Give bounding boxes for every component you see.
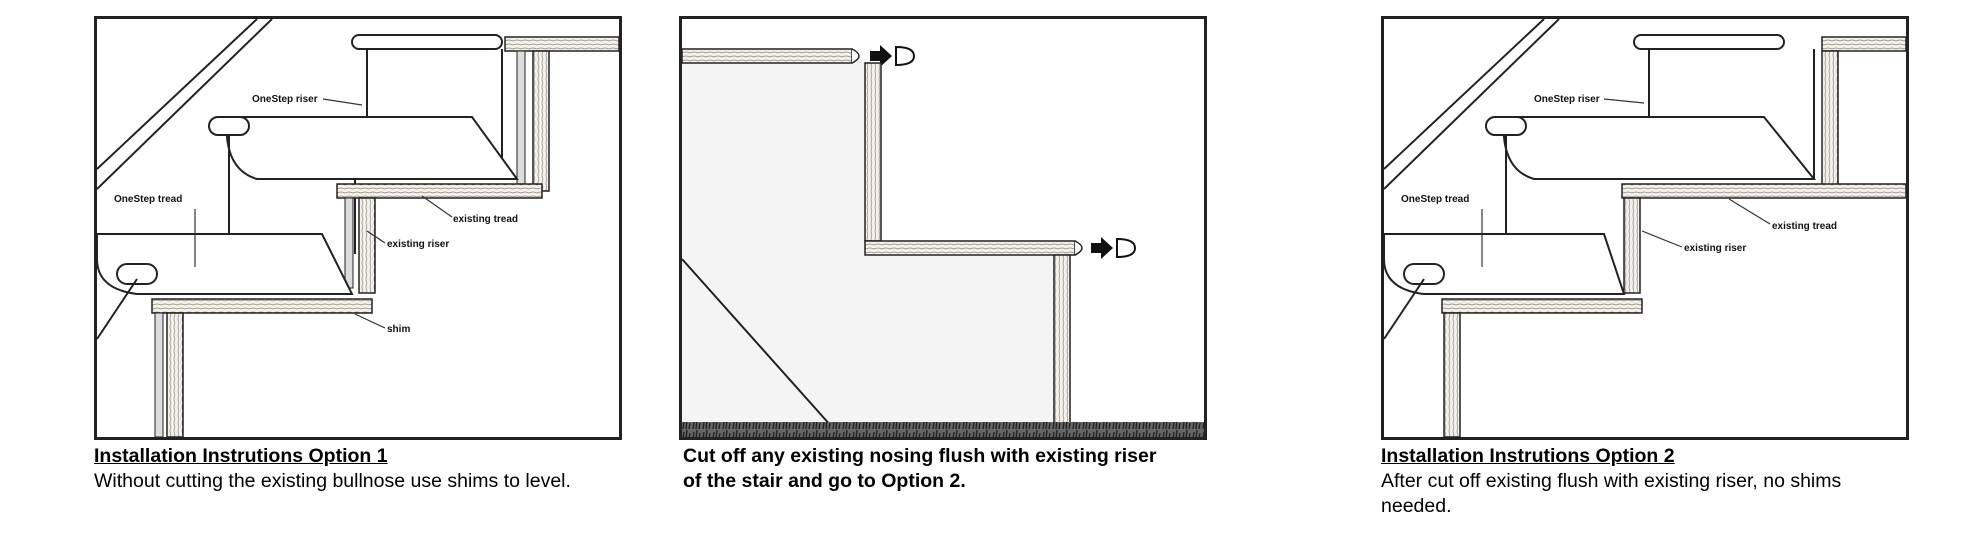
middle-existing-riser: [1623, 197, 1641, 294]
middle-bullnose: [1485, 116, 1527, 136]
lower-existing-riser: [1443, 312, 1461, 437]
option2-title: Installation Instrutions Option 2: [1381, 445, 1675, 467]
label-onestep-tread: OneStep tread: [1401, 194, 1469, 205]
upper-existing-tread: [504, 36, 619, 52]
label-shim: shim: [387, 324, 410, 335]
lower-existing-riser: [166, 312, 184, 437]
cutoff-caption: Cut off any existing nosing flush with e…: [683, 444, 1223, 494]
cutoff-stair-illustration: [682, 45, 1204, 437]
lower-nosing-icon: [1116, 237, 1137, 259]
top-onestep-tread: [1633, 34, 1785, 50]
option1-stair-illustration: OneStep riser OneStep tread existing tre…: [97, 19, 619, 437]
ground: [682, 422, 1204, 437]
lower-shim: [154, 312, 164, 437]
lower-onestep-tread: [1384, 233, 1626, 295]
label-onestep-riser: OneStep riser: [1534, 94, 1600, 105]
lower-nosing-cut: [1074, 240, 1083, 256]
option1-description: Without cutting the existing bullnose us…: [94, 470, 571, 492]
middle-shim: [344, 197, 354, 289]
lower-riser: [1053, 254, 1071, 431]
lower-stringer: [1384, 278, 1425, 340]
label-onestep-tread: OneStep tread: [114, 194, 182, 205]
option2-caption: Installation Instrutions Option 2 After …: [1381, 444, 1901, 519]
upper-existing-riser: [1821, 50, 1839, 192]
top-onestep-tread: [351, 34, 503, 50]
arrow-riser: [1603, 98, 1645, 104]
lower-bullnose: [1403, 263, 1445, 285]
arrow-existing-tread: [1728, 198, 1771, 225]
label-existing-riser: existing riser: [387, 239, 449, 250]
lower-stringer: [97, 278, 138, 340]
stringer-line: [97, 19, 273, 190]
arrow-riser: [322, 98, 363, 106]
lower-arrow-icon: [1091, 237, 1113, 259]
arrow-shim: [354, 313, 386, 329]
option1-title: Installation Instrutions Option 1: [94, 445, 388, 467]
middle-existing-riser: [358, 197, 376, 294]
middle-bullnose: [208, 116, 250, 136]
upper-nosing-icon: [895, 45, 916, 67]
label-existing-tread: existing tread: [1772, 221, 1837, 232]
cutoff-line1: Cut off any existing nosing flush with e…: [683, 445, 1157, 467]
middle-onestep-tread: [1502, 116, 1817, 180]
stringer-line: [682, 258, 833, 428]
label-existing-riser: existing riser: [1684, 243, 1746, 254]
upper-existing-riser: [532, 50, 550, 192]
upper-tread: [682, 48, 853, 64]
upper-shim: [516, 50, 526, 187]
arrow-existing-riser: [366, 230, 386, 244]
option1-caption: Installation Instrutions Option 1 Withou…: [94, 444, 634, 494]
middle-onestep-tread: [225, 116, 519, 180]
cutoff-diagram: [679, 16, 1207, 440]
option2-diagram: OneStep riser OneStep tread existing tre…: [1381, 16, 1909, 440]
arrow-existing-tread: [421, 195, 453, 218]
arrow-existing-riser: [1641, 230, 1683, 248]
lower-onestep-tread: [97, 233, 354, 295]
option2-stair-illustration: OneStep riser OneStep tread existing tre…: [1384, 19, 1906, 437]
option2-description: After cut off existing flush with existi…: [1381, 470, 1842, 517]
upper-arrow-icon: [870, 45, 892, 67]
lower-existing-tread: [151, 298, 373, 314]
stringer-line: [1384, 19, 1560, 190]
lower-tread: [864, 240, 1076, 256]
label-onestep-riser: OneStep riser: [252, 94, 318, 105]
middle-existing-tread: [1621, 183, 1906, 199]
upper-nosing-cut: [851, 48, 860, 64]
middle-existing-tread: [336, 183, 543, 199]
option1-diagram: OneStep riser OneStep tread existing tre…: [94, 16, 622, 440]
upper-existing-tread: [1821, 36, 1906, 52]
cutoff-line2: of the stair and go to Option 2.: [683, 470, 966, 492]
lower-existing-tread: [1441, 298, 1643, 314]
upper-riser: [864, 62, 882, 242]
label-existing-tread: existing tread: [453, 214, 518, 225]
lower-bullnose: [116, 263, 158, 285]
